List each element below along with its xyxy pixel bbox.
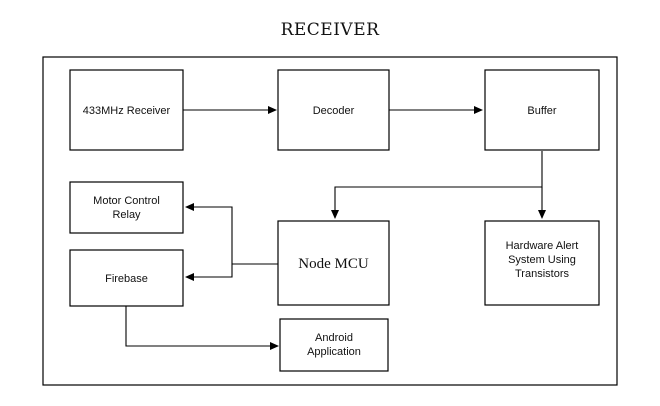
block-label: Android — [315, 332, 353, 344]
block-label: Application — [307, 346, 361, 358]
block-label: Hardware Alert — [506, 240, 579, 252]
arrow-firebase-to-android — [125, 306, 279, 350]
block-label: Transistors — [515, 268, 569, 280]
block-label: 433MHz Receiver — [83, 105, 171, 117]
block-label: Firebase — [105, 273, 148, 285]
block-label: Node MCU — [298, 256, 369, 272]
arrow-buffer-to-nodemcu — [331, 151, 543, 219]
block-label: Buffer — [527, 105, 556, 117]
receiver-frame — [42, 56, 618, 386]
block-label: Motor Control — [93, 195, 160, 207]
block-firebase: Firebase — [69, 249, 184, 307]
block-node-mcu: Node MCU — [277, 220, 390, 306]
block-decoder: Decoder — [277, 69, 390, 151]
block-motor-control-relay: Motor Control Relay — [69, 181, 184, 234]
block-hardware-alert: Hardware Alert System Using Transistors — [484, 220, 600, 306]
block-android-application: Android Application — [279, 318, 389, 372]
block-label: System Using — [508, 254, 576, 266]
block-433mhz-receiver: 433MHz Receiver — [69, 69, 184, 151]
block-label: Relay — [112, 209, 141, 221]
arrow-nodemcu-to-relay — [185, 203, 233, 264]
diagram-title: RECEIVER — [280, 20, 380, 40]
block-label: Decoder — [313, 105, 355, 117]
arrow-nodemcu-to-firebase — [185, 264, 233, 281]
block-buffer: Buffer — [484, 69, 600, 151]
